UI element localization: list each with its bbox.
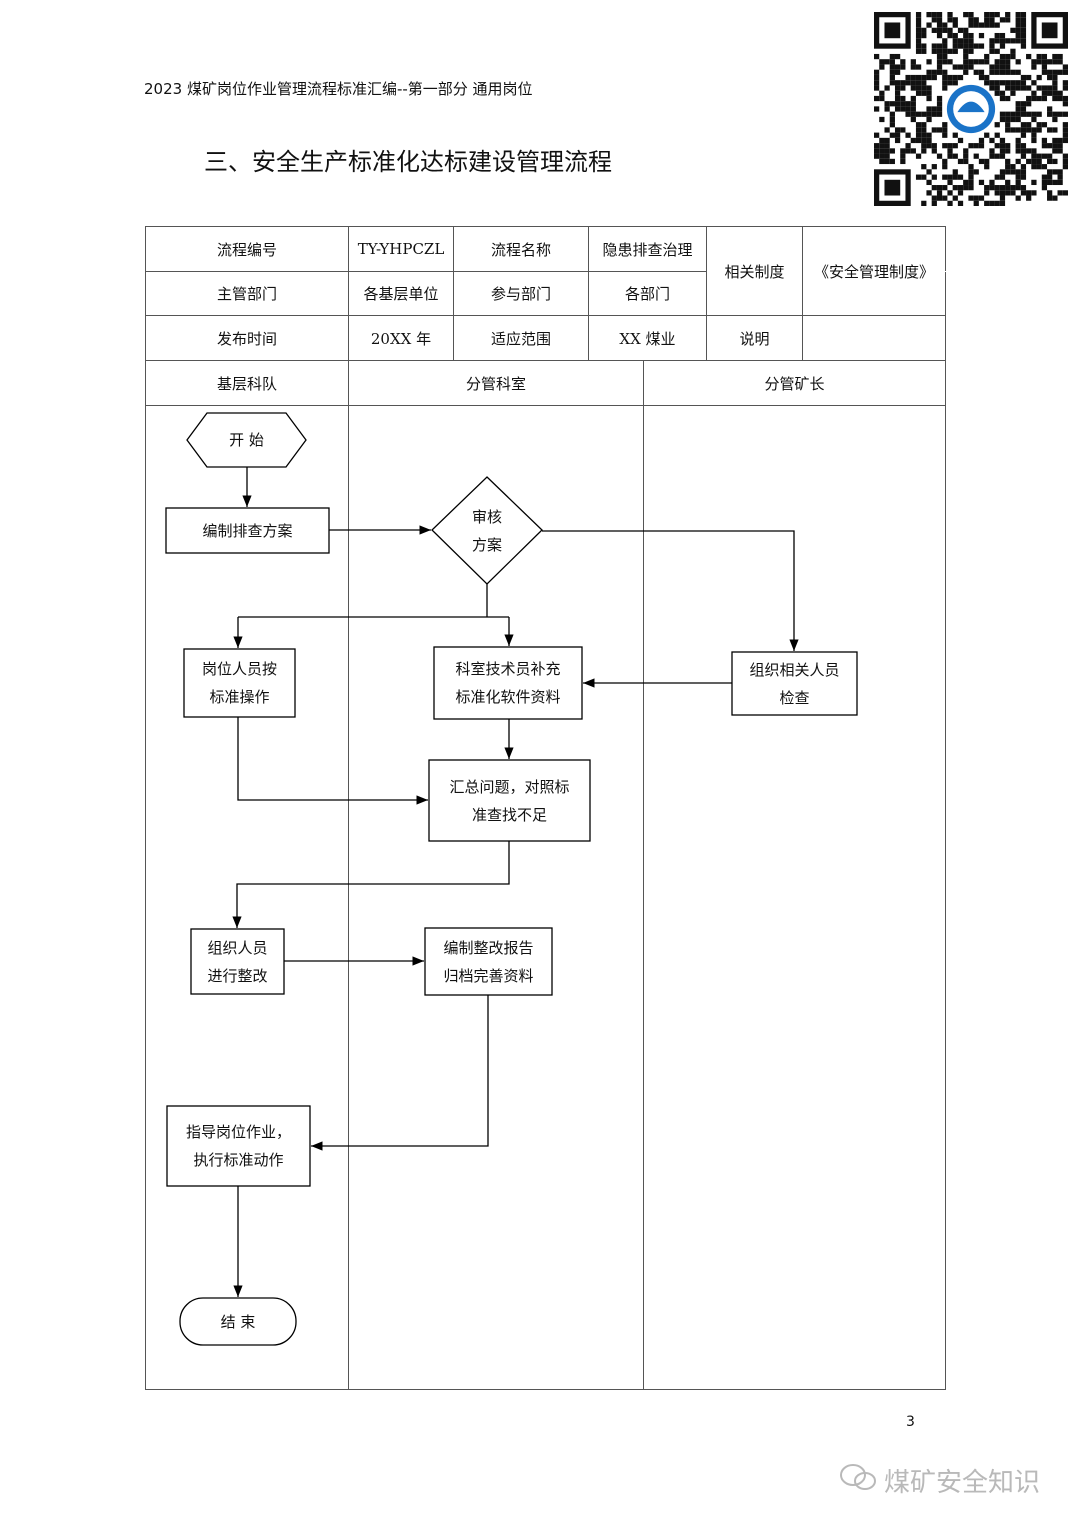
flow-arrows <box>232 467 799 1297</box>
flow-shapes <box>165 412 858 1346</box>
flow-name-value: 隐患排查治理 <box>602 240 693 259</box>
arrow-operate-summary <box>237 717 428 805</box>
flow-name-label: 流程名称 <box>490 240 551 259</box>
lane-header-director: 分管矿长 <box>764 374 825 393</box>
rectify-node-label: 组织人员 进行整改 <box>207 938 268 985</box>
review-node-label: 审核 方案 <box>471 507 502 554</box>
flow-no-label: 流程编号 <box>216 240 277 259</box>
report-node: 编制整改报告 归档完善资料 <box>425 928 552 995</box>
watermark-text: 煤矿安全知识 <box>884 1468 1041 1498</box>
note-value <box>803 316 945 360</box>
info-table-grid <box>145 226 946 1390</box>
lane-header-team: 基层科队 <box>216 374 277 393</box>
inspect-node-shape <box>731 651 858 716</box>
lane-header-section: 分管科室 <box>465 374 526 393</box>
document-header: 2023 煤矿岗位作业管理流程标准汇编--第一部分 通用岗位 <box>144 80 533 98</box>
scope-label: 适应范围 <box>490 329 551 348</box>
inspect-node: 组织相关人员 检查 <box>732 652 857 715</box>
end-node-shape <box>179 1297 297 1346</box>
start-node: 开 始 <box>187 413 306 467</box>
guide-node: 指导岗位作业， 执行标准动作 <box>167 1106 310 1186</box>
guide-node-shape <box>166 1105 311 1187</box>
page-number: 3 <box>906 1414 915 1430</box>
dept-value: 各基层单位 <box>363 285 439 303</box>
summary-node-label: 汇总问题，对照标 准查找不足 <box>449 777 570 824</box>
report-node-shape <box>424 927 553 996</box>
inspect-node-label: 组织相关人员 检查 <box>749 660 840 707</box>
plan-node: 编制排查方案 <box>166 508 329 553</box>
time-value: 20XX 年 <box>370 329 432 348</box>
time-label: 发布时间 <box>216 329 277 348</box>
participant-label: 参与部门 <box>490 285 551 303</box>
start-node-shape <box>186 412 307 468</box>
operate-node-label: 岗位人员按 标准操作 <box>201 660 277 706</box>
arrow-to-operate <box>238 616 509 648</box>
note-label: 说明 <box>739 329 770 348</box>
related-system-value: 《安全管理制度》 <box>813 262 934 281</box>
arrow-review-inspect <box>542 530 799 651</box>
review-node: 审核 方案 <box>432 477 542 584</box>
guide-node-label: 指导岗位作业， 执行标准动作 <box>185 1123 291 1169</box>
arrow-report-guide <box>311 995 489 1151</box>
end-node: 结 束 <box>180 1298 296 1345</box>
arrow-summary-rectify <box>232 841 510 928</box>
start-node-label: 开 始 <box>229 431 264 449</box>
report-node-label: 编制整改报告 归档完善资料 <box>443 938 534 985</box>
scope-value: XX 煤业 <box>619 329 676 348</box>
end-node-label: 结 束 <box>220 1312 256 1331</box>
summary-node: 汇总问题，对照标 准查找不足 <box>429 760 590 841</box>
operate-node: 岗位人员按 标准操作 <box>184 649 295 717</box>
rectify-node-shape <box>190 928 285 995</box>
supplement-node-shape <box>433 646 583 720</box>
flow-no-value: TY-YHPCZL <box>357 240 445 258</box>
related-system-label: 相关制度 <box>724 262 785 281</box>
summary-node-shape <box>428 759 591 842</box>
supplement-node: 科室技术员补充 标准化软件资料 <box>434 647 582 719</box>
supplement-node-label: 科室技术员补充 标准化软件资料 <box>455 660 561 706</box>
participant-value: 各部门 <box>624 285 670 303</box>
section-title: 三、安全生产标准化达标建设管理流程 <box>204 148 612 176</box>
qr-code-icon <box>874 12 1068 206</box>
rectify-node: 组织人员 进行整改 <box>191 929 284 994</box>
wechat-icon <box>840 1464 876 1490</box>
dept-label: 主管部门 <box>216 285 277 303</box>
plan-node-shape <box>165 507 330 554</box>
plan-node-label: 编制排查方案 <box>202 521 293 540</box>
